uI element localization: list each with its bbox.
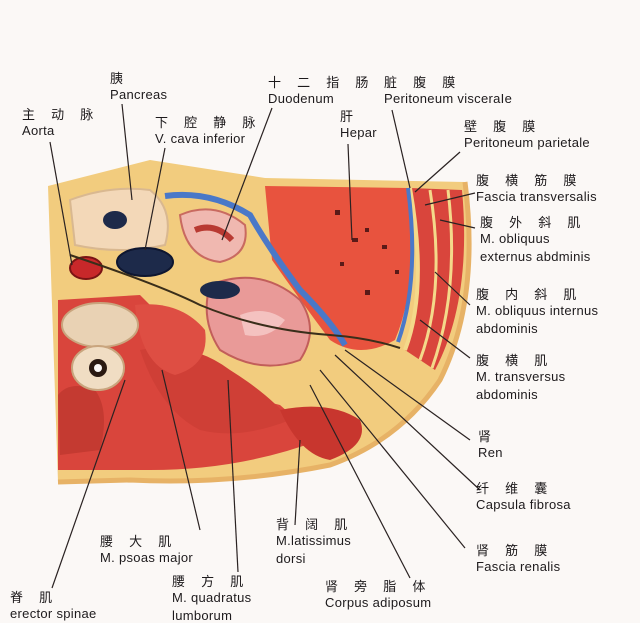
liver-vessels [335, 210, 399, 295]
peritoneum-parietal-line [396, 187, 415, 343]
liver [265, 186, 412, 350]
abdominal-wall-mid [418, 189, 438, 361]
psoas-major-muscle [135, 304, 206, 375]
erector-spinae-muscle [58, 386, 104, 455]
renal-fascia-line [69, 254, 401, 349]
vena-cava-vessel [116, 247, 174, 277]
leader-lines [49, 103, 481, 589]
renal-pelvis [240, 311, 285, 336]
skin-edge [57, 181, 472, 485]
peritoneum-line [164, 191, 348, 347]
duodenum [178, 208, 247, 264]
vertebra [61, 302, 139, 391]
duodenum-lumen [193, 224, 235, 243]
pancreas-vessel [103, 211, 127, 229]
abdominal-wall-inner [403, 187, 420, 351]
body-section [48, 160, 472, 485]
abdominal-wall-outer [430, 189, 454, 369]
renal-vein [200, 281, 240, 299]
